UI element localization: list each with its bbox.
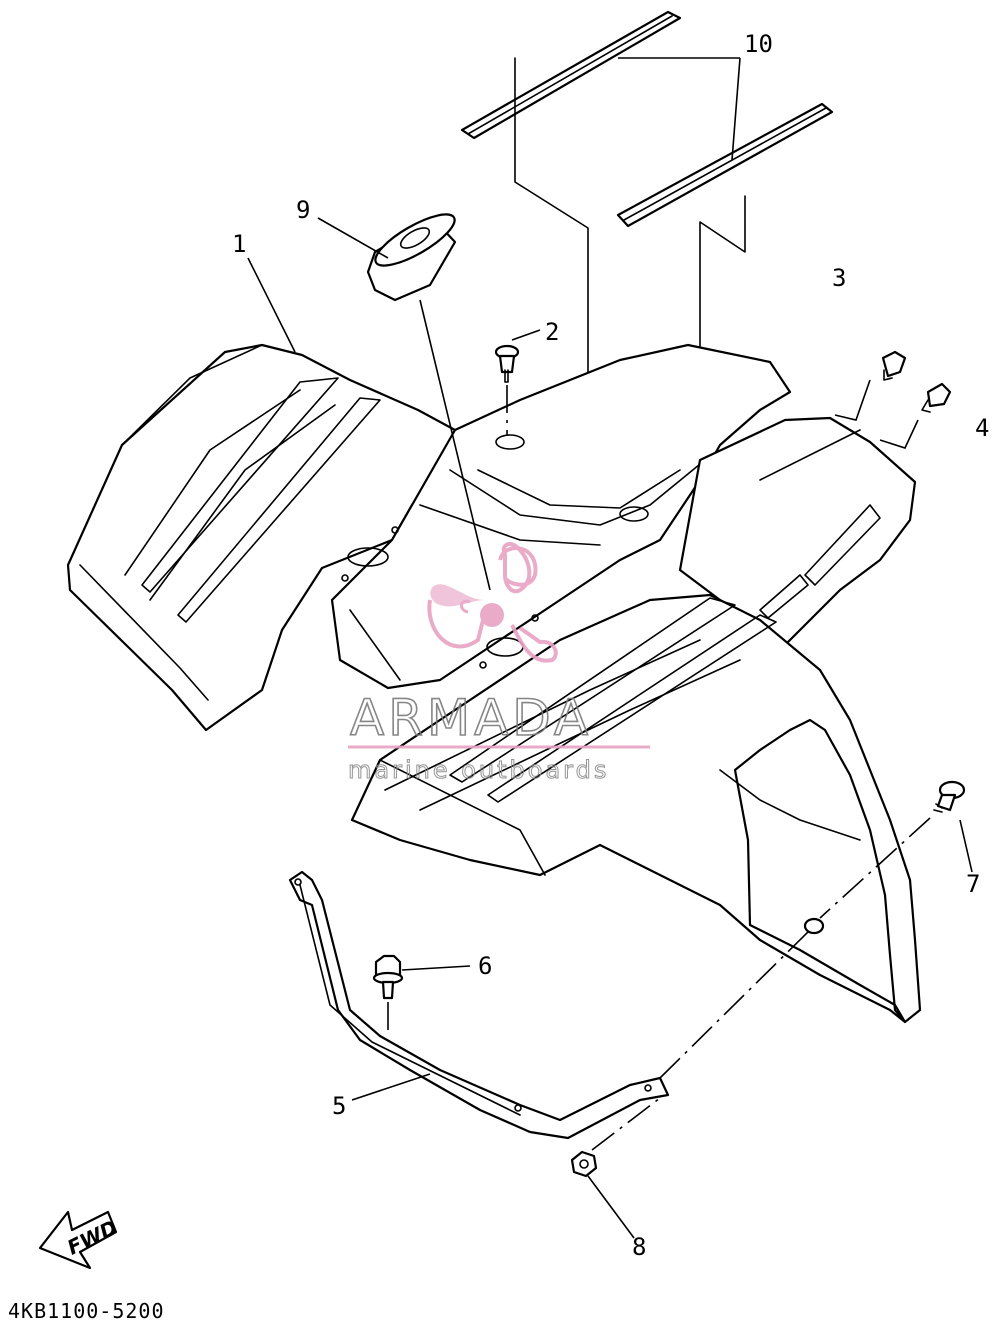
propeller-logo-icon	[427, 542, 558, 663]
callout-2: 2	[545, 318, 559, 346]
callouts: 1 2 3 4 5 6 7 8 9 10	[232, 30, 989, 1261]
callout-7: 7	[966, 870, 980, 898]
watermark-tagline: marine outboards	[348, 756, 609, 784]
callout-1: 1	[232, 230, 246, 258]
callout-10: 10	[744, 30, 773, 58]
armada-watermark: ARMADA marine outboards	[348, 542, 650, 785]
assembly-line	[659, 929, 811, 1079]
part-9-cap	[366, 213, 491, 591]
part-3-bolt	[834, 350, 907, 421]
part-4-bolt	[879, 382, 952, 449]
callout-9: 9	[296, 196, 310, 224]
part-6-bolt	[372, 954, 471, 1032]
callout-8: 8	[632, 1233, 646, 1261]
part-8-nut	[570, 1097, 661, 1239]
part-5-stay	[288, 870, 670, 1140]
part-code: 4KB1100-5200	[8, 1299, 165, 1323]
callout-5: 5	[332, 1092, 346, 1120]
part-10-strips	[460, 10, 834, 461]
callout-4: 4	[975, 414, 989, 442]
callout-3: 3	[832, 264, 846, 292]
part-1-rear-fender	[66, 343, 922, 1024]
watermark-brand: ARMADA	[350, 689, 592, 747]
fwd-arrow-icon: FWD	[38, 1210, 121, 1270]
callout-6: 6	[478, 952, 492, 980]
part-7-grommet	[803, 917, 825, 935]
leader-lines	[247, 57, 973, 1101]
part-7-screw	[819, 780, 966, 919]
part-2-screw	[494, 344, 520, 435]
